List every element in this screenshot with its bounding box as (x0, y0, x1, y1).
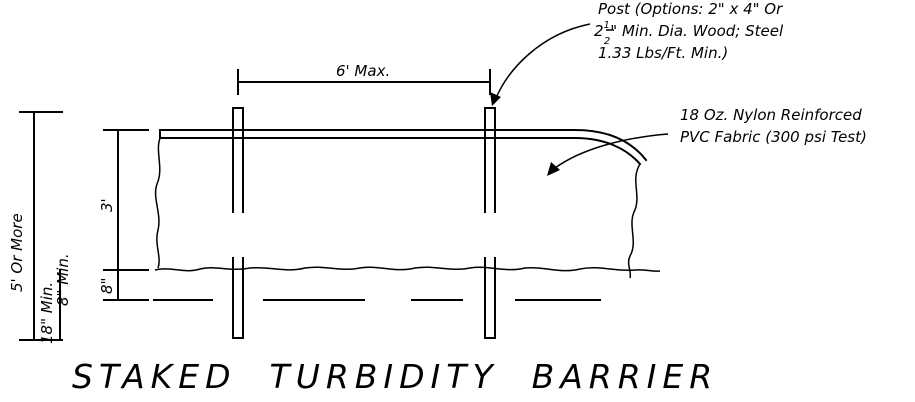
post-note-rest: " Min. Dia. Wood; Steel (610, 22, 784, 40)
post-note-frac-num: 1 (604, 20, 610, 31)
fabric-note: 18 Oz. Nylon Reinforced PVC Fabric (300 … (680, 106, 867, 146)
overall-height-label: 5' Or More (8, 213, 26, 292)
fabric-height-label: 3' (98, 198, 116, 212)
fabric-left-break (154, 137, 161, 269)
drawing-title: STAKED TURBIDITY BARRIER (72, 357, 718, 396)
fabric-height-dimension: 3' (98, 129, 149, 271)
fabric-note-line2: PVC Fabric (300 psi Test) (680, 128, 867, 146)
fabric-right-break (627, 163, 641, 279)
post-leader-line (495, 23, 591, 99)
post-embed-dimension: 8" Min. 18" Min. (38, 253, 72, 344)
post-note-line1: Post (Options: 2" x 4" Or (598, 0, 783, 18)
spacing-dimension: 6' Max. (237, 62, 491, 95)
overall-height-dimension: 5' Or More (8, 111, 63, 341)
post-leader (490, 23, 591, 106)
post-leader-arrowhead (490, 92, 501, 106)
embed-depth-dimension: 8" (98, 269, 149, 301)
spacing-label: 6' Max. (336, 62, 390, 80)
post-embed-min-label: 8" Min. (54, 253, 72, 306)
post-note-whole: 2 (594, 22, 604, 40)
fabric-leader (547, 133, 669, 176)
post-embed-bottom-label: 18" Min. (38, 282, 56, 344)
fabric-top (159, 129, 648, 166)
fabric-top-line-a (159, 129, 648, 162)
post-left (232, 107, 244, 339)
embed-depth-label: 8" (98, 278, 116, 294)
ground-line (154, 266, 661, 272)
fabric-top-line-b (159, 137, 642, 166)
post-note-frac-den: 2 (604, 36, 610, 47)
fabric-leader-arrowhead (547, 162, 560, 176)
post-note-line3: 1.33 Lbs/Ft. Min.) (598, 44, 728, 62)
fabric-note-line1: 18 Oz. Nylon Reinforced (680, 106, 862, 124)
post-right (484, 107, 496, 339)
fabric-leader-line (554, 133, 669, 169)
